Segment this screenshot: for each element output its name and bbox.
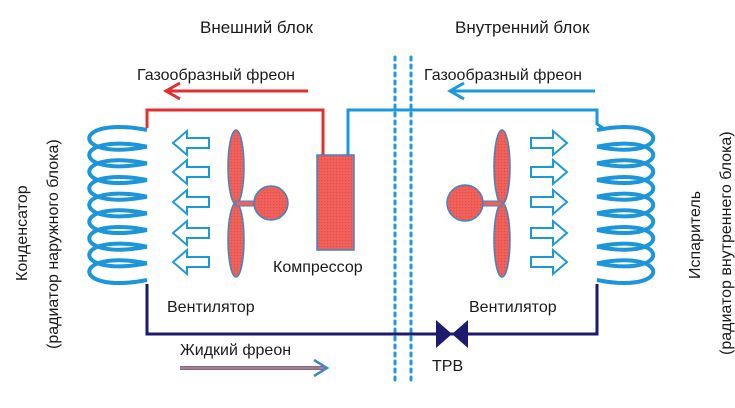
airflow-right-arrow-icon <box>530 247 569 277</box>
cold-suction-pipe <box>346 108 604 155</box>
liquid-freon-label: Жидкий фреон <box>180 342 291 359</box>
coil-loop <box>87 191 148 219</box>
gas-freon-label-right: Газообразный фреон <box>424 67 582 84</box>
cold-gas-flow-arrow <box>446 81 595 101</box>
airflow-left-arrow-icon <box>171 157 210 187</box>
airflow-right-arrow-icon <box>530 157 569 187</box>
coil-loop <box>87 208 148 236</box>
coil-loop <box>596 191 655 219</box>
coil-loop <box>596 141 655 169</box>
coil-loop <box>87 158 148 186</box>
compressor-icon <box>316 154 355 251</box>
evaporator-sublabel: (радиатор внутреннего блока) <box>718 131 735 355</box>
airflow-left-arrow-icon <box>171 218 210 248</box>
airflow-right-arrow-icon <box>530 187 569 217</box>
gas-freon-label-left: Газообразный фреон <box>137 67 295 84</box>
airflow-left-arrow-icon <box>171 128 210 158</box>
hot-gas-flow-arrow <box>162 81 308 101</box>
coil-loop <box>596 241 655 269</box>
expansion-valve-label: ТРВ <box>432 358 463 375</box>
hot-pipe <box>145 108 325 155</box>
coil-loop <box>596 158 655 186</box>
coil-loop <box>596 208 655 236</box>
coil-loop <box>87 224 148 252</box>
airflow-right-arrow-icon <box>530 128 569 158</box>
evaporator-coil <box>596 124 655 286</box>
coil-loop <box>596 224 655 252</box>
outdoor-fan-label: Вентилятор <box>167 299 255 316</box>
indoor-unit-title: Внутренний блок <box>455 18 590 37</box>
condenser-label: Конденсатор <box>14 185 31 281</box>
coil-loop <box>596 174 655 202</box>
indoor-fan-label: Вентилятор <box>469 299 557 316</box>
outdoor-unit-title: Внешний блок <box>200 18 313 37</box>
liquid-flow-arrow <box>180 358 330 378</box>
airflow-left-arrow-icon <box>171 247 210 277</box>
indoor-airflow-arrows <box>530 128 569 277</box>
indoor-fan-icon <box>446 129 511 278</box>
outdoor-fan-icon <box>227 129 289 278</box>
evaporator-label: Испаритель <box>687 191 704 279</box>
condenser-sublabel: (радиатор наружного блока) <box>45 139 62 349</box>
coil-loop <box>596 258 655 286</box>
coil-loop <box>87 174 148 202</box>
coil-loop <box>596 124 655 152</box>
coil-loop <box>87 258 148 286</box>
outdoor-airflow-arrows <box>171 128 210 277</box>
airflow-right-arrow-icon <box>530 218 569 248</box>
airflow-left-arrow-icon <box>171 187 210 217</box>
expansion-valve-icon <box>436 320 468 348</box>
liquid-pipe <box>145 284 599 336</box>
coil-loop <box>87 241 148 269</box>
condenser-coil <box>87 124 148 286</box>
compressor-label: Компрессор <box>273 259 363 276</box>
coil-loop <box>87 124 148 152</box>
coil-loop <box>87 141 148 169</box>
